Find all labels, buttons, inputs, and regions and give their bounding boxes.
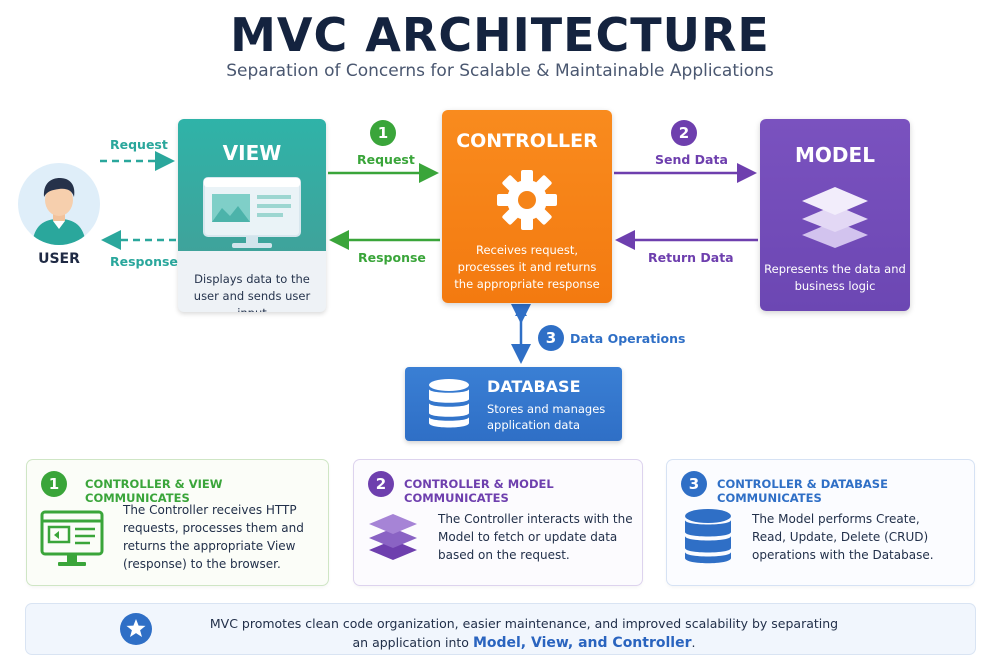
database-icon [685, 509, 731, 564]
card-1-text: The Controller receives HTTP requests, p… [123, 503, 304, 571]
card-3-text: The Model performs Create, Read, Update,… [752, 512, 934, 562]
summary-line-2: an application into Model, View, and Con… [204, 633, 844, 653]
model-send-label: Send Data [655, 152, 728, 167]
summary-line-1: MVC promotes clean code organization, ea… [209, 616, 839, 631]
user-response-label: Response [110, 254, 178, 269]
summary-box: MVC promotes clean code organization, ea… [26, 604, 975, 654]
database-description: Stores and manages application data [487, 402, 606, 432]
step-1-badge: 1 [370, 120, 396, 146]
view-box: VIEW Displays data to the user and sends… [178, 119, 326, 312]
card-2-badge: 2 [368, 471, 394, 497]
layers-icon [802, 187, 868, 248]
star-icon [120, 613, 152, 645]
database-box: DATABASE Stores and manages application … [405, 367, 622, 441]
step-3-badge: 3 [538, 325, 564, 351]
view-description: Displays data to the user and sends user… [193, 272, 311, 312]
controller-title: CONTROLLER [456, 130, 598, 152]
card-2-title: CONTROLLER & MODEL COMMUNICATES [404, 477, 554, 505]
view-response-label: Response [358, 250, 426, 265]
controller-description: Receives request, processes it and retur… [454, 243, 600, 291]
card-3-title: CONTROLLER & DATABASE COMMUNICATES [717, 477, 888, 505]
database-title: DATABASE [487, 377, 581, 396]
database-ops-label: Data Operations [570, 331, 686, 346]
summary-text: MVC promotes clean code organization, ea… [204, 614, 844, 653]
card-controller-database: 3 CONTROLLER & DATABASE COMMUNICATES The… [667, 460, 974, 585]
gear-icon [497, 170, 557, 230]
card-controller-model: 2 CONTROLLER & MODEL COMMUNICATES The Co… [354, 460, 642, 585]
controller-box: CONTROLLER Receives request, processes i… [442, 110, 612, 303]
layers-icon [369, 514, 417, 560]
monitor-icon [40, 510, 104, 566]
user-label: USER [38, 251, 80, 267]
user-icon [32, 178, 86, 245]
card-2-text: The Controller interacts with the Model … [438, 512, 633, 562]
model-return-label: Return Data [648, 250, 734, 265]
card-controller-view: 1 CONTROLLER & VIEW COMMUNICATES The Con… [27, 460, 328, 585]
model-description: Represents the data and business logic [764, 262, 906, 293]
user-request-label: Request [110, 137, 168, 152]
step-2-badge: 2 [671, 120, 697, 146]
user-avatar [18, 163, 100, 245]
model-title: MODEL [795, 143, 875, 167]
model-box: MODEL Represents the data and business l… [760, 119, 910, 311]
database-icon [429, 379, 469, 428]
view-title: VIEW [222, 141, 282, 165]
card-1-badge: 1 [41, 471, 67, 497]
summary-suffix: . [691, 635, 696, 650]
card-1-title: CONTROLLER & VIEW COMMUNICATES [85, 477, 223, 505]
summary-prefix: an application into [352, 635, 469, 650]
page-subtitle: Separation of Concerns for Scalable & Ma… [226, 61, 774, 81]
view-request-label: Request [357, 152, 415, 167]
browser-window-icon [203, 177, 301, 248]
card-3-badge: 3 [681, 471, 707, 497]
summary-highlight: Model, View, and Controller [472, 635, 692, 651]
page-title: MVC ARCHITECTURE [230, 8, 770, 62]
